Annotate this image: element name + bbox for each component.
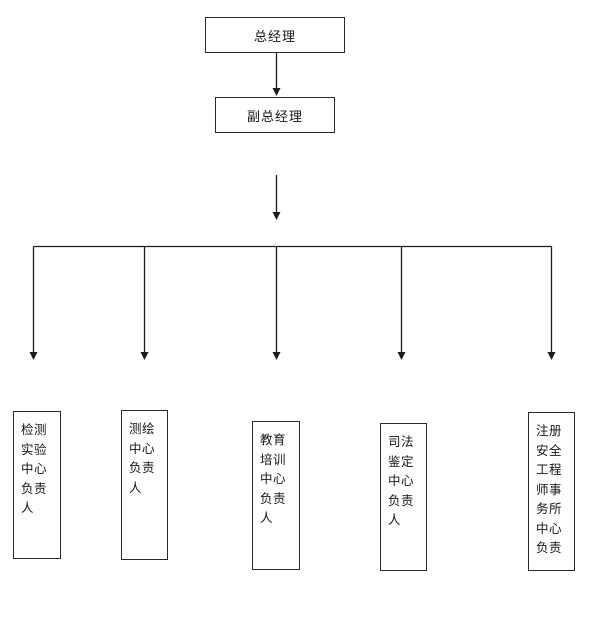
general-manager-label: 总经理: [253, 28, 296, 44]
branch-drop-head-4-icon: [397, 352, 406, 360]
arrow-deputy-to-branches-head-icon: [272, 212, 281, 220]
branch-label-judicial-appraisal-center: 司法 鉴定 中心 负责 人: [388, 435, 415, 527]
box-branch-surveying-center: 测绘 中心 负责 人: [121, 410, 168, 560]
box-branch-judicial-appraisal-center: 司法 鉴定 中心 负责 人: [380, 423, 427, 571]
box-branch-education-training-center: 教育 培训 中心 负责 人: [252, 421, 300, 570]
box-branch-registered-safety-engineer-office-center: 注册 安全 工程 师事 务所 中心 负责: [528, 412, 575, 571]
branch-drop-head-2-icon: [140, 352, 149, 360]
branch-drop-head-5-icon: [547, 352, 556, 360]
branch-label-testing-lab-center: 检测 实验 中心 负责 人: [21, 423, 48, 515]
branch-drop-head-1-icon: [29, 352, 38, 360]
arrow-gm-to-deputy-head-icon: [272, 88, 281, 96]
box-deputy-general-manager: 副总经理: [215, 97, 335, 133]
box-branch-testing-lab-center: 检测 实验 中心 负责 人: [13, 411, 61, 559]
branch-label-registered-safety-engineer-office-center: 注册 安全 工程 师事 务所 中心 负责: [536, 424, 563, 555]
branch-label-surveying-center: 测绘 中心 负责 人: [129, 422, 156, 495]
branch-drop-head-3-icon: [272, 352, 281, 360]
deputy-general-manager-label: 副总经理: [246, 108, 303, 124]
box-general-manager: 总经理: [205, 17, 345, 53]
branch-label-education-training-center: 教育 培训 中心 负责 人: [260, 433, 287, 525]
